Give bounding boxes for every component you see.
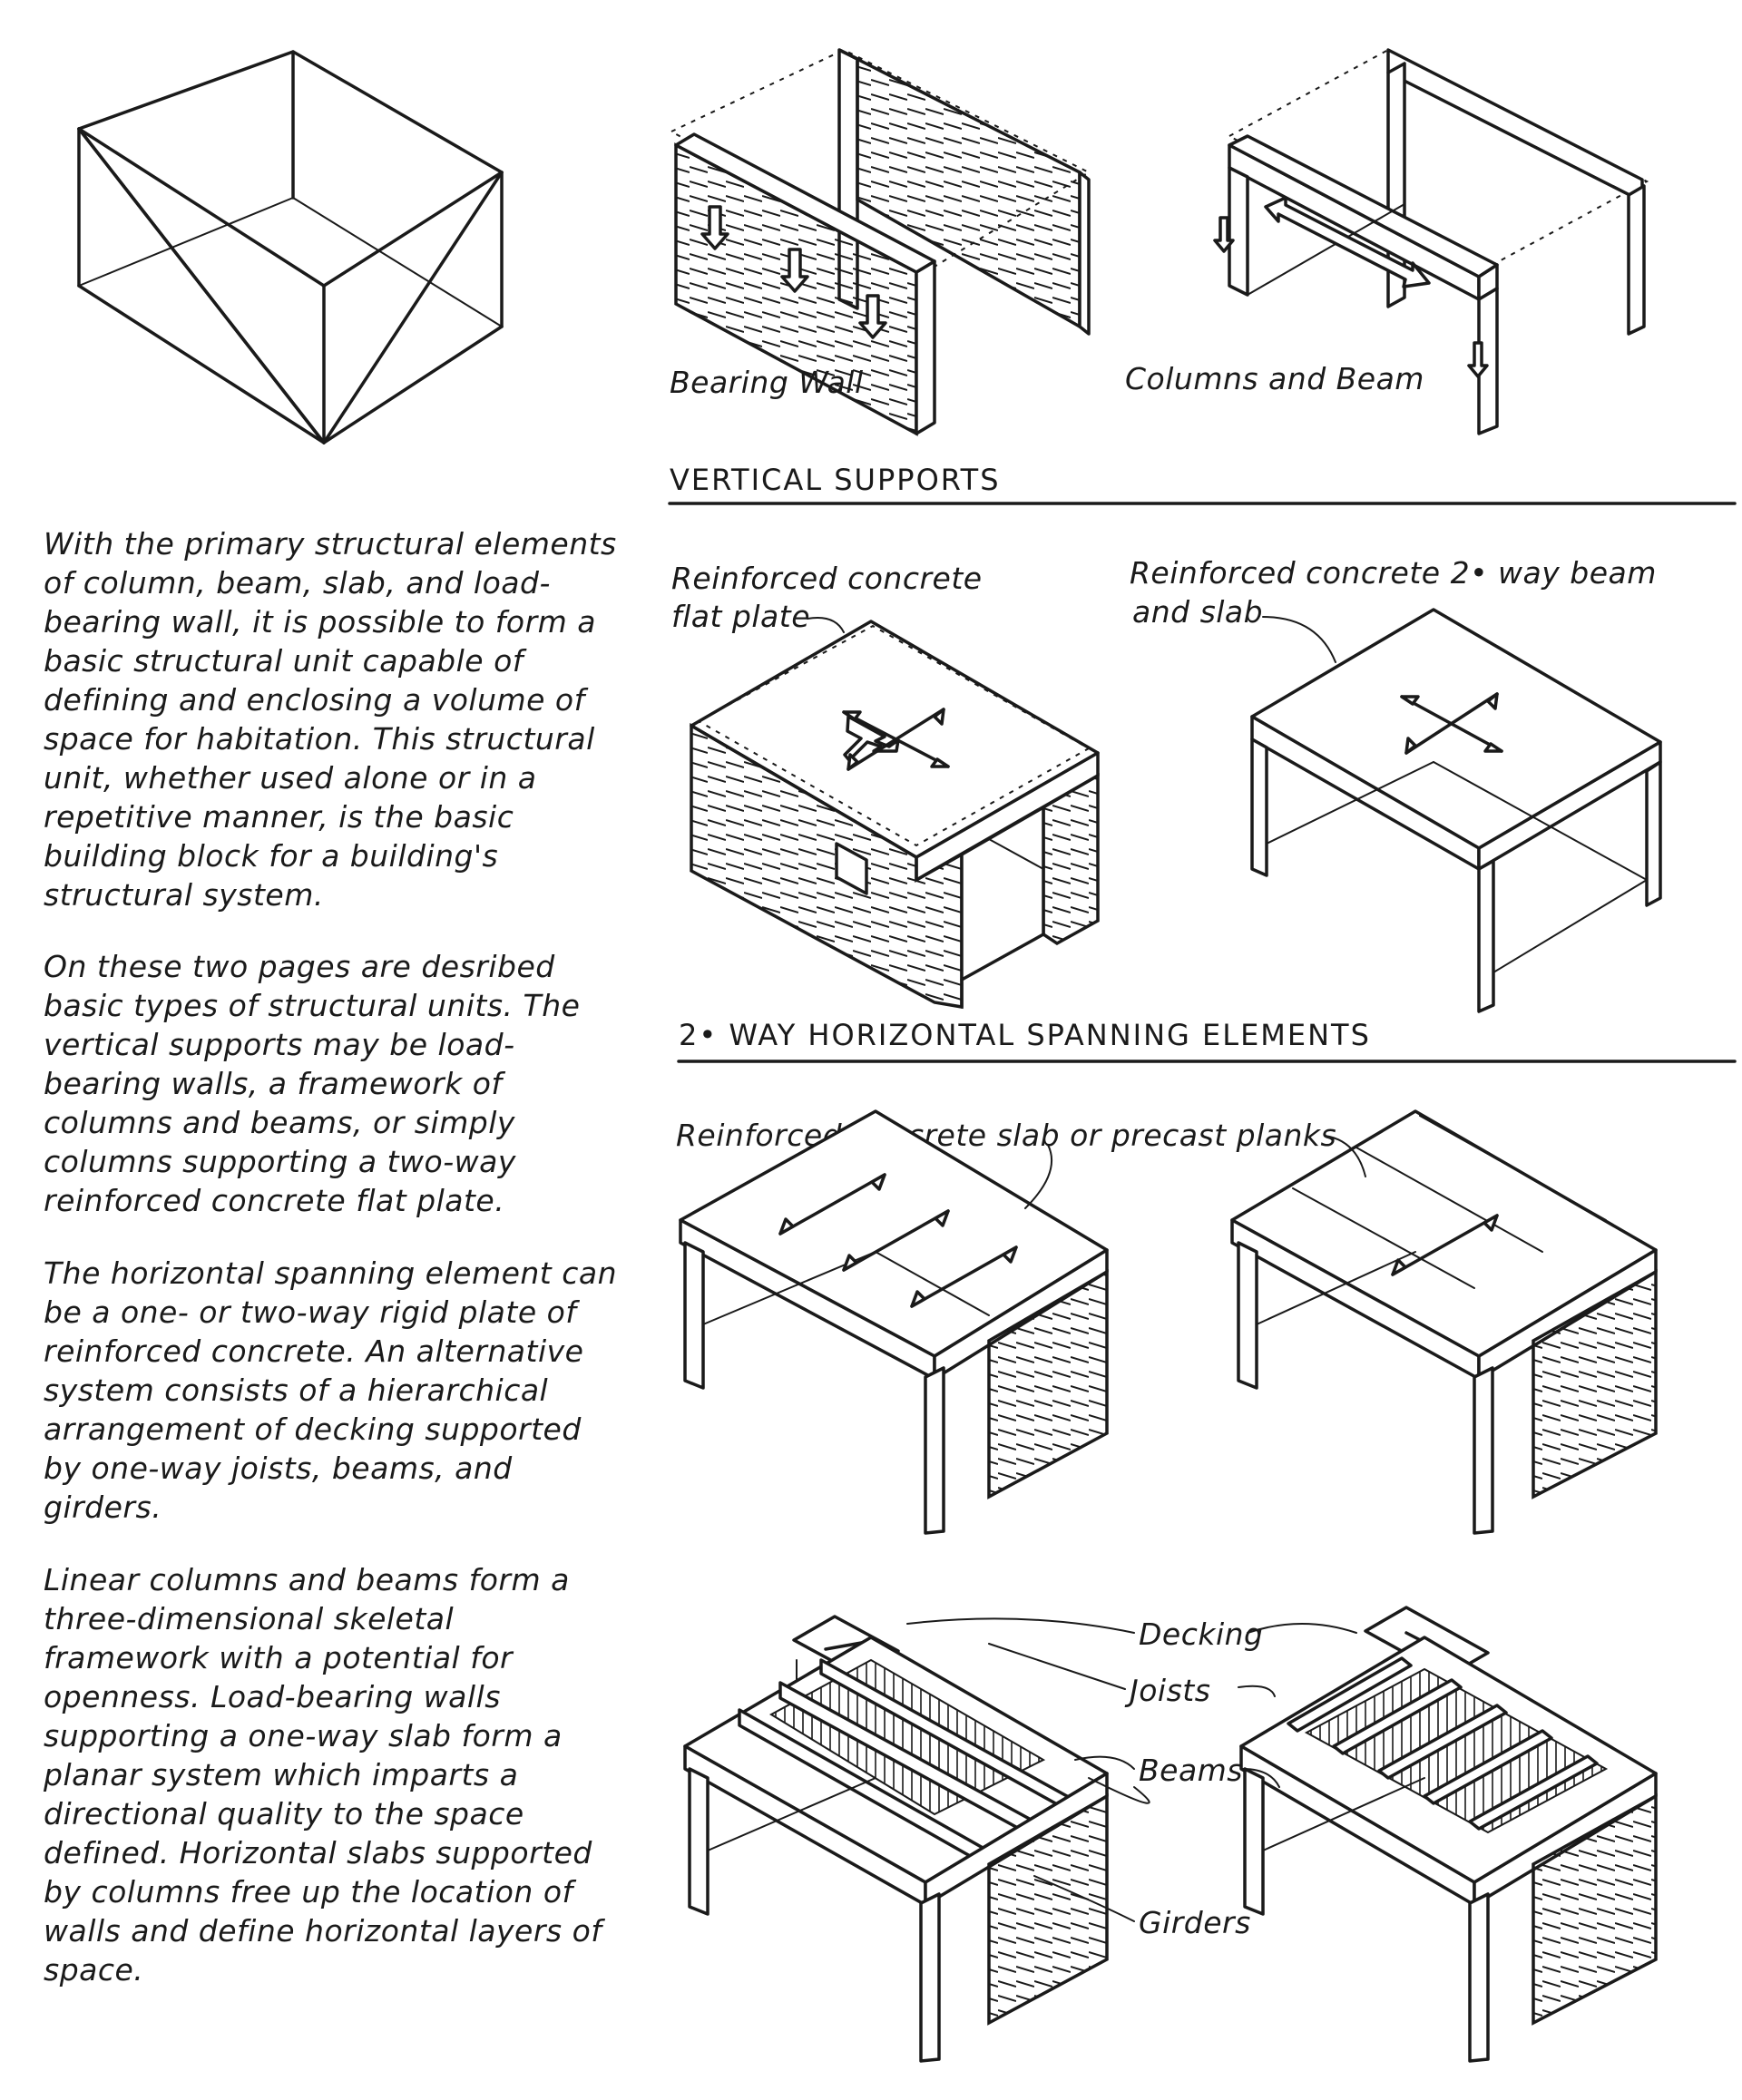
framed-floor-left-drawing: [685, 1617, 1107, 2061]
flat-plate-drawing: [691, 621, 1098, 1007]
bearing-wall-drawing: [671, 50, 1089, 434]
precast-planks-drawing: [1232, 1111, 1656, 1533]
basic-volume-box: [79, 52, 502, 443]
columns-and-beam-drawing: [1215, 50, 1647, 434]
framed-floor-right-drawing: [1241, 1607, 1656, 2061]
one-way-slab-drawing: [680, 1111, 1107, 1533]
beam-and-slab-drawing: [1252, 610, 1660, 1011]
